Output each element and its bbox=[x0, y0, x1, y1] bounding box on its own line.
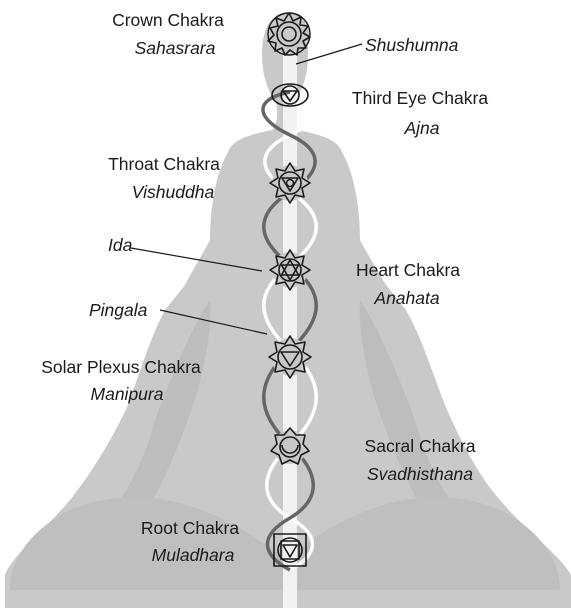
crown-chakra-symbol bbox=[268, 13, 310, 55]
pingala-label: Pingala bbox=[89, 300, 148, 320]
solar-plexus-chakra-symbol bbox=[269, 336, 311, 378]
sacral-chakra-name: Sacral Chakra bbox=[365, 436, 476, 456]
crown-chakra-name: Crown Chakra bbox=[112, 10, 224, 30]
third-eye-chakra-sanskrit: Ajna bbox=[403, 118, 439, 138]
heart-chakra-symbol bbox=[270, 250, 310, 290]
heart-chakra-sanskrit: Anahata bbox=[373, 288, 439, 308]
sacral-chakra-sanskrit: Svadhisthana bbox=[367, 464, 473, 484]
root-chakra-name: Root Chakra bbox=[141, 518, 240, 538]
throat-chakra-name: Throat Chakra bbox=[108, 154, 220, 174]
throat-chakra-sanskrit: Vishuddha bbox=[132, 182, 215, 202]
shushumna-label: Shushumna bbox=[365, 35, 459, 55]
third-eye-chakra-name: Third Eye Chakra bbox=[352, 88, 488, 108]
throat-chakra-symbol bbox=[270, 163, 310, 203]
root-chakra-sanskrit: Muladhara bbox=[152, 545, 235, 565]
crown-chakra-sanskrit: Sahasrara bbox=[135, 38, 216, 58]
solar-plexus-chakra-name: Solar Plexus Chakra bbox=[41, 357, 201, 377]
solar-plexus-chakra-sanskrit: Manipura bbox=[91, 384, 164, 404]
ida-label: Ida bbox=[108, 235, 133, 255]
heart-chakra-name: Heart Chakra bbox=[356, 260, 460, 280]
